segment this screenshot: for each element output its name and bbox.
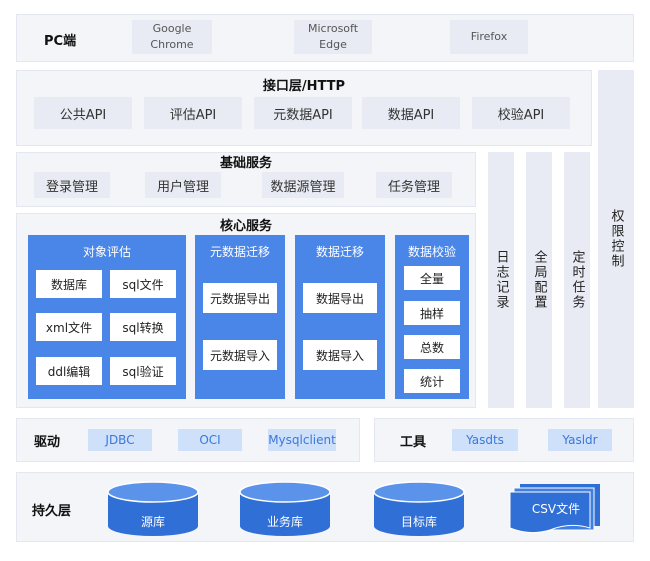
global-config-label: 全局配置	[531, 250, 547, 310]
csv-file-label: CSV文件	[531, 502, 581, 516]
object-evaluation: 对象评估 数据库 sql文件 xml文件 sql转换 ddl编辑 sql验证	[28, 235, 186, 399]
browser-chrome-line1: Google	[152, 22, 192, 35]
database-target-icon	[373, 481, 465, 536]
database-source-label: 源库	[140, 515, 165, 529]
drivers-title: 驱动	[34, 435, 61, 450]
api-public: 公共API	[34, 97, 132, 129]
verify-sample: 抽样	[404, 301, 460, 325]
global-config: 全局配置	[526, 152, 552, 408]
data-migration-title: 数据迁移	[315, 245, 364, 259]
log-recording: 日志记录	[488, 152, 514, 408]
browser-firefox: Firefox	[450, 20, 528, 54]
log-recording-label: 日志记录	[493, 250, 509, 310]
eval-xml-file: xml文件	[36, 313, 102, 341]
scheduled-tasks-label: 定时任务	[569, 250, 585, 310]
core-services-title: 核心服务	[219, 219, 272, 234]
csv-file-icon	[509, 484, 600, 534]
verify-count: 总数	[404, 335, 460, 359]
verify-full: 全量	[404, 266, 460, 290]
tool-yasdts: Yasdts	[452, 429, 518, 451]
tool-yasldr: Yasldr	[548, 429, 612, 451]
eval-sql-verify: sql验证	[110, 357, 176, 385]
data-import: 数据导入	[303, 340, 377, 370]
data-verification: 数据校验 全量 抽样 总数 统计	[395, 235, 469, 399]
permission-control: 权限控制	[598, 70, 634, 408]
data-migration: 数据迁移 数据导出 数据导入	[295, 235, 385, 399]
api-data: 数据API	[362, 97, 460, 129]
eval-sql-convert: sql转换	[110, 313, 176, 341]
api-metadata: 元数据API	[254, 97, 352, 129]
verify-stats: 统计	[404, 369, 460, 393]
driver-mysqlclient: Mysqlclient	[268, 429, 336, 451]
metadata-import: 元数据导入	[203, 340, 277, 370]
database-target-label: 目标库	[400, 515, 437, 529]
permission-control-label: 权限控制	[608, 209, 624, 269]
service-users: 用户管理	[145, 172, 221, 198]
api-verification: 校验API	[472, 97, 570, 129]
browser-edge: Microsoft Edge	[294, 20, 372, 54]
service-datasource: 数据源管理	[262, 172, 344, 198]
client-layer-title: PC端	[44, 34, 77, 49]
metadata-migration: 元数据迁移 元数据导出 元数据导入	[195, 235, 285, 399]
api-evaluation: 评估API	[144, 97, 242, 129]
browser-chrome: Google Chrome	[132, 20, 212, 54]
eval-database: 数据库	[36, 270, 102, 298]
base-services-title: 基础服务	[219, 156, 272, 171]
database-business-label: 业务库	[266, 515, 303, 529]
tools-title: 工具	[400, 435, 427, 450]
object-evaluation-title: 对象评估	[82, 245, 131, 259]
database-source-icon	[107, 481, 199, 536]
driver-oci: OCI	[178, 429, 242, 451]
browser-chrome-line2: Chrome	[150, 38, 194, 51]
interface-layer-title: 接口层/HTTP	[262, 79, 346, 94]
browser-firefox-line1: Firefox	[470, 30, 508, 43]
data-export: 数据导出	[303, 283, 377, 313]
scheduled-tasks: 定时任务	[564, 152, 590, 408]
metadata-migration-title: 元数据迁移	[209, 245, 270, 259]
database-business-icon	[239, 481, 331, 536]
browser-edge-line1: Microsoft	[307, 22, 359, 35]
metadata-export: 元数据导出	[203, 283, 277, 313]
driver-jdbc: JDBC	[88, 429, 152, 451]
service-tasks: 任务管理	[376, 172, 452, 198]
eval-ddl-edit: ddl编辑	[36, 357, 102, 385]
browser-edge-line2: Edge	[319, 38, 347, 51]
persistence-title: 持久层	[32, 504, 72, 519]
data-verification-title: 数据校验	[407, 245, 456, 259]
service-login: 登录管理	[34, 172, 110, 198]
eval-sql-file: sql文件	[110, 270, 176, 298]
